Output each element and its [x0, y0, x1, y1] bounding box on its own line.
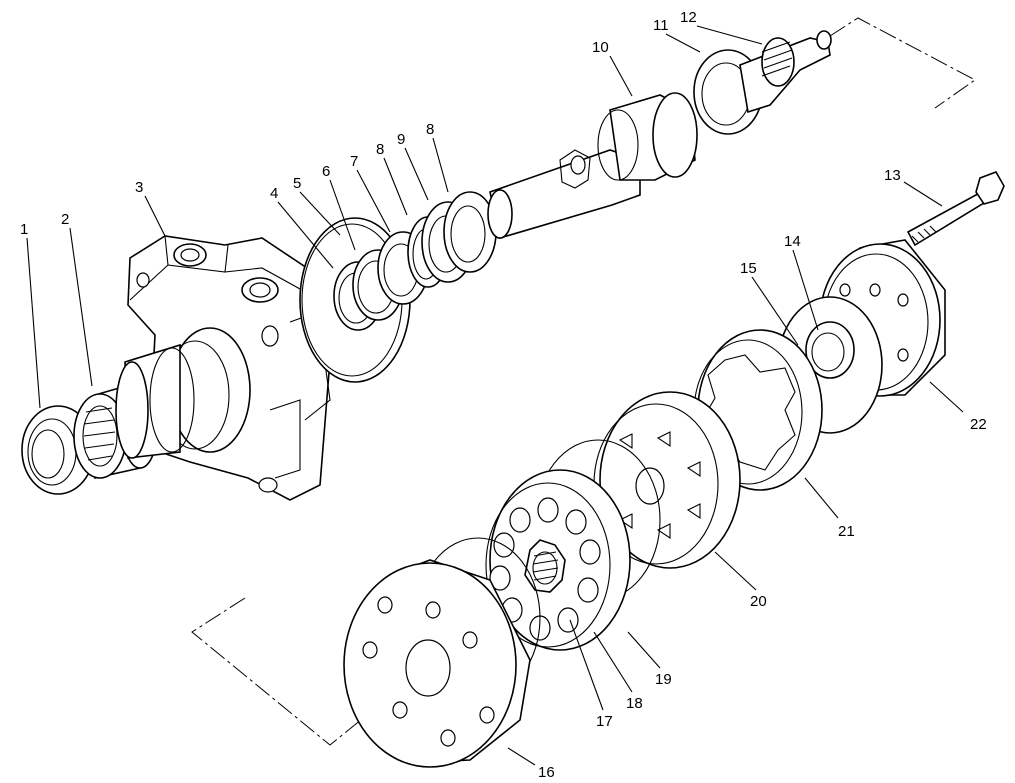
- shaft-part-10: [487, 92, 698, 240]
- seal-part-15: [805, 321, 855, 379]
- end-plate-part-16: [343, 559, 531, 768]
- leader-lines: [26, 25, 964, 766]
- callout-12: 12: [680, 9, 697, 26]
- callout-9: 9: [397, 131, 405, 148]
- callout-5: 5: [293, 175, 301, 192]
- callout-6: 6: [322, 163, 330, 180]
- callout-1: 1: [20, 221, 28, 238]
- thrust-washer-part-8-second: [443, 191, 497, 273]
- callout-21: 21: [838, 523, 855, 540]
- drive-link-part-12: [739, 30, 832, 114]
- callout-4: 4: [270, 185, 278, 202]
- callout-14: 14: [784, 233, 801, 250]
- phantom-line-top-right: [829, 17, 976, 109]
- star-gear-part-17: [524, 539, 566, 593]
- callout-11: 11: [653, 17, 669, 34]
- callout-8-second: 8: [426, 121, 434, 138]
- callout-16: 16: [538, 764, 555, 781]
- callout-20: 20: [750, 593, 767, 610]
- callout-13: 13: [884, 167, 901, 184]
- bolt-part-13: [906, 171, 1005, 247]
- callout-10: 10: [592, 39, 609, 56]
- callout-22: 22: [970, 416, 987, 433]
- callout-17: 17: [596, 713, 613, 730]
- callout-8: 8: [376, 141, 384, 158]
- callout-2: 2: [61, 211, 69, 228]
- callout-15: 15: [740, 260, 757, 277]
- callout-labels: 1 2 3 4 5 6 7 8 9 8 10 11 12 13 14 15 16…: [20, 9, 987, 781]
- callout-3: 3: [135, 179, 143, 196]
- callout-18: 18: [626, 695, 643, 712]
- callout-7: 7: [350, 153, 358, 170]
- callout-19: 19: [655, 671, 672, 688]
